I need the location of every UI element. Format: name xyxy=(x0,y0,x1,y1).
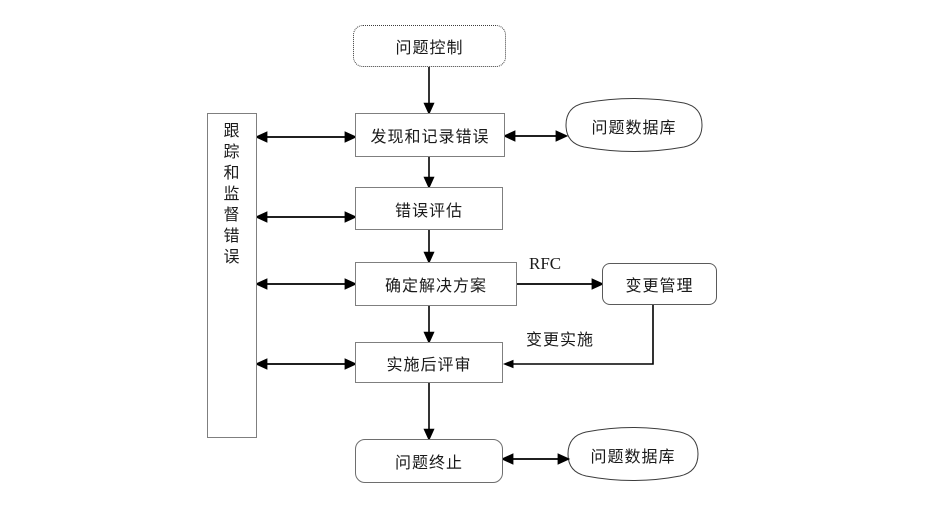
arrowhead-solution-changemgmt xyxy=(591,278,605,290)
node-problem-end: 问题终止 xyxy=(355,439,503,483)
node-discover-record: 发现和记录错误 xyxy=(355,113,505,157)
arrowhead-end-dbbottom-right xyxy=(557,453,571,465)
arrowhead-discover-dbtop-left xyxy=(502,130,516,142)
node-change-mgmt-label: 变更管理 xyxy=(625,278,694,295)
arrowhead-track-solution-right xyxy=(344,278,358,290)
arrowhead-changemgmt-review xyxy=(503,359,514,369)
node-determine-solution: 确定解决方案 xyxy=(355,262,517,306)
node-problem-control-label: 问题控制 xyxy=(395,40,464,57)
node-post-review: 实施后评审 xyxy=(355,342,503,383)
node-track-monitor: 跟踪和监督错误 xyxy=(207,113,257,438)
arrowhead-discover-dbtop-right xyxy=(555,130,569,142)
arrowhead-discover-to-assess xyxy=(423,176,435,189)
problem-db-bottom-shape xyxy=(567,427,699,481)
arrowhead-end-dbbottom-left xyxy=(500,453,514,465)
arrowhead-track-discover-right xyxy=(344,131,358,143)
node-error-assess-label: 错误评估 xyxy=(394,202,463,220)
node-problem-db-bottom: 问题数据库 xyxy=(572,431,694,479)
node-track-monitor-label: 跟踪和监督错误 xyxy=(223,123,241,266)
problem-db-top-shape xyxy=(565,98,703,152)
edge-label-change-impl: 变更实施 xyxy=(526,332,595,349)
arrowhead-review-to-end xyxy=(423,428,435,441)
arrowhead-track-assess-left xyxy=(254,211,268,223)
node-problem-control: 问题控制 xyxy=(353,25,506,67)
edge-label-rfc: RFC xyxy=(529,254,562,273)
arrowhead-control-to-discover xyxy=(423,102,435,115)
node-discover-record-label: 发现和记录错误 xyxy=(370,129,490,146)
node-error-assess: 错误评估 xyxy=(355,187,503,230)
arrowhead-track-review-right xyxy=(344,358,358,370)
arrowhead-solution-to-review xyxy=(423,331,435,344)
node-problem-end-label: 问题终止 xyxy=(394,455,463,472)
arrowhead-track-discover-left xyxy=(254,131,268,143)
node-problem-db-top: 问题数据库 xyxy=(572,102,696,150)
node-determine-solution-label: 确定解决方案 xyxy=(384,278,487,295)
node-post-review-label: 实施后评审 xyxy=(386,356,472,374)
arrowhead-track-assess-right xyxy=(344,211,358,223)
node-change-mgmt: 变更管理 xyxy=(602,263,717,305)
node-problem-db-bottom-label: 问题数据库 xyxy=(590,449,676,466)
arrowhead-track-review-left xyxy=(254,358,268,370)
arrowhead-assess-to-solution xyxy=(423,251,435,264)
edge-changemgmt-review xyxy=(513,305,654,365)
node-problem-db-top-label: 问题数据库 xyxy=(591,120,677,137)
arrowhead-track-solution-left xyxy=(254,278,268,290)
